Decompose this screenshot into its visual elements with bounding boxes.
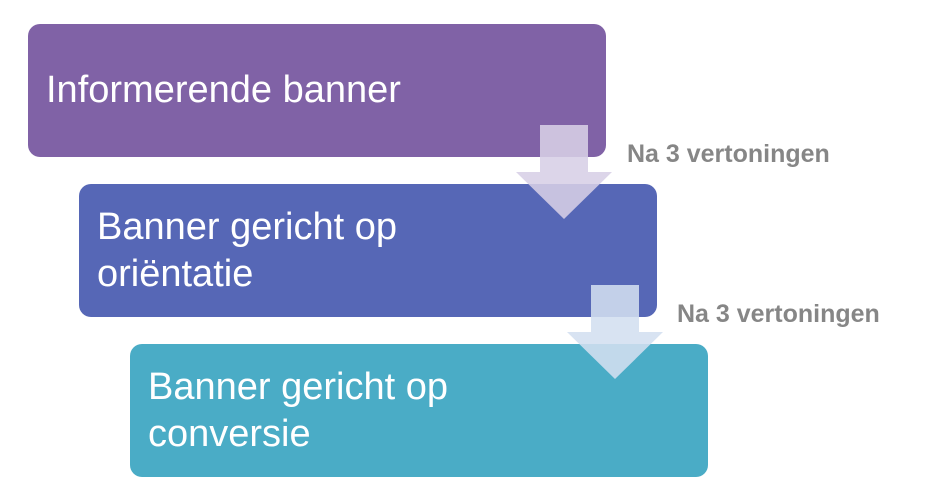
transition-label: Na 3 vertoningen — [627, 140, 830, 168]
transition-label: Na 3 vertoningen — [677, 300, 880, 328]
down-arrow-icon — [567, 285, 663, 379]
step-label: Banner gericht op conversie — [148, 366, 448, 455]
step-informative-banner: Informerende banner — [28, 24, 606, 157]
down-arrow-icon — [516, 125, 612, 219]
step-label: Banner gericht op oriëntatie — [97, 206, 397, 295]
step-label: Informerende banner — [46, 69, 401, 112]
